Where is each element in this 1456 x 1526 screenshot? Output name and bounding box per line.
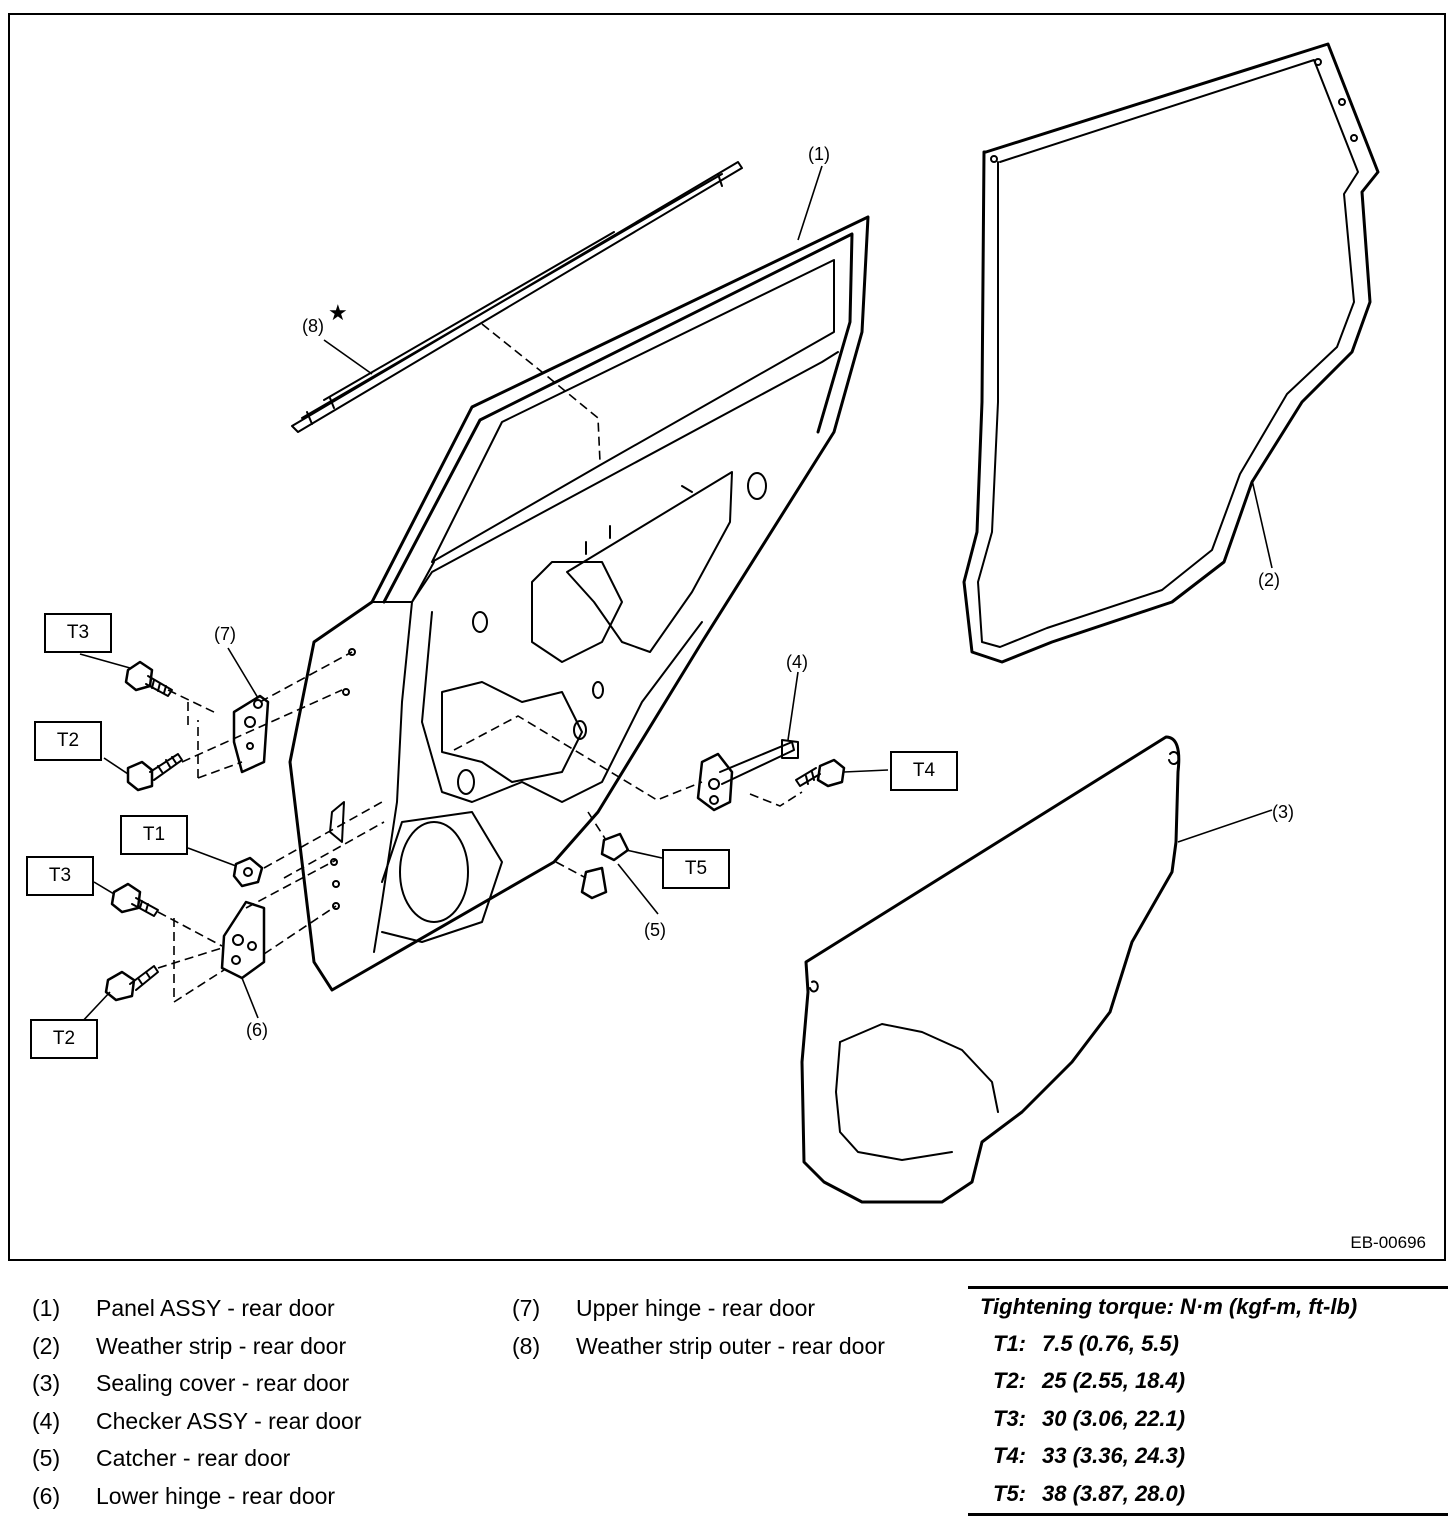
torque-row: T2:25 (2.55, 18.4) xyxy=(993,1368,1186,1394)
figure-code: EB-00696 xyxy=(1350,1233,1426,1252)
torque-tag-t3-upper: T3 xyxy=(44,613,112,653)
legend-item: (2)Weather strip - rear door xyxy=(32,1332,347,1359)
weather-strip-part xyxy=(962,42,1380,664)
table-top-rule xyxy=(968,1286,1448,1289)
torque-tag-t4: T4 xyxy=(890,751,958,791)
torque-row: T3:30 (3.06, 22.1) xyxy=(993,1405,1186,1431)
torque-table-title: Tightening torque: N·m (kgf-m, ft-lb) xyxy=(980,1294,1358,1319)
torque-tag-t2-upper: T2 xyxy=(34,721,102,761)
legend-item: (5)Catcher - rear door xyxy=(32,1445,291,1472)
bolt-t2-upper xyxy=(126,753,183,792)
legend-item: (3)Sealing cover - rear door xyxy=(32,1370,350,1397)
torque-tag-t2-lower: T2 xyxy=(30,1019,98,1059)
bolt-t3-lower xyxy=(110,882,159,917)
parts-legend: (1)Panel ASSY - rear door (2)Weather str… xyxy=(0,1286,1456,1526)
callout-5: (5) xyxy=(644,920,666,940)
torque-tag-t5: T5 xyxy=(662,849,730,889)
star-symbol: ★ xyxy=(328,300,348,325)
assembly-lines xyxy=(157,323,803,1004)
weather-strip-outer-part xyxy=(291,161,743,433)
catcher-part xyxy=(580,832,630,900)
torque-tag-t1: T1 xyxy=(120,815,188,855)
exploded-view-diagram: (1) (8) ★ (2) (3) (4) (5) (6) (7) T3 T2 … xyxy=(8,13,1446,1261)
legend-item: (6)Lower hinge - rear door xyxy=(32,1482,336,1509)
bolt-t4 xyxy=(795,758,846,788)
torque-row: T4:33 (3.36, 24.3) xyxy=(993,1443,1186,1469)
tightening-torque-table: Tightening torque: N·m (kgf-m, ft-lb) T1… xyxy=(968,1286,1448,1516)
sealing-cover-part xyxy=(800,735,1181,1204)
legend-column-left: (1)Panel ASSY - rear door (2)Weather str… xyxy=(32,1290,361,1515)
upper-hinge-part xyxy=(232,694,270,774)
callout-7: (7) xyxy=(214,624,236,644)
legend-item: (1)Panel ASSY - rear door xyxy=(32,1295,335,1322)
checker-assy-part xyxy=(696,739,799,812)
table-bottom-rule xyxy=(968,1512,1448,1516)
leader-lines xyxy=(79,165,1273,1025)
torque-tag-t3-lower: T3 xyxy=(26,856,94,896)
callout-4: (4) xyxy=(786,652,808,672)
door-parts-drawing: (1) (8) ★ (2) (3) (4) (5) (6) (7) xyxy=(79,42,1380,1204)
callout-6: (6) xyxy=(246,1020,268,1040)
legend-item: (7)Upper hinge - rear door xyxy=(512,1295,816,1322)
bolt-t3-upper xyxy=(124,660,173,697)
callout-3: (3) xyxy=(1272,802,1294,822)
torque-row: T5:38 (3.87, 28.0) xyxy=(993,1480,1186,1506)
callout-1: (1) xyxy=(808,144,830,164)
legend-column-middle: (7)Upper hinge - rear door (8)Weather st… xyxy=(512,1290,885,1365)
lower-hinge-part xyxy=(220,900,266,980)
rear-door-panel-part xyxy=(288,215,870,992)
legend-item: (8)Weather strip outer - rear door xyxy=(512,1332,885,1359)
torque-row: T1:7.5 (0.76, 5.5) xyxy=(993,1330,1179,1356)
bolt-t2-lower xyxy=(104,965,159,1002)
callout-8: (8) xyxy=(302,316,324,336)
nut-t1 xyxy=(232,856,264,888)
callout-2: (2) xyxy=(1258,570,1280,590)
legend-item: (4)Checker ASSY - rear door xyxy=(32,1407,362,1434)
